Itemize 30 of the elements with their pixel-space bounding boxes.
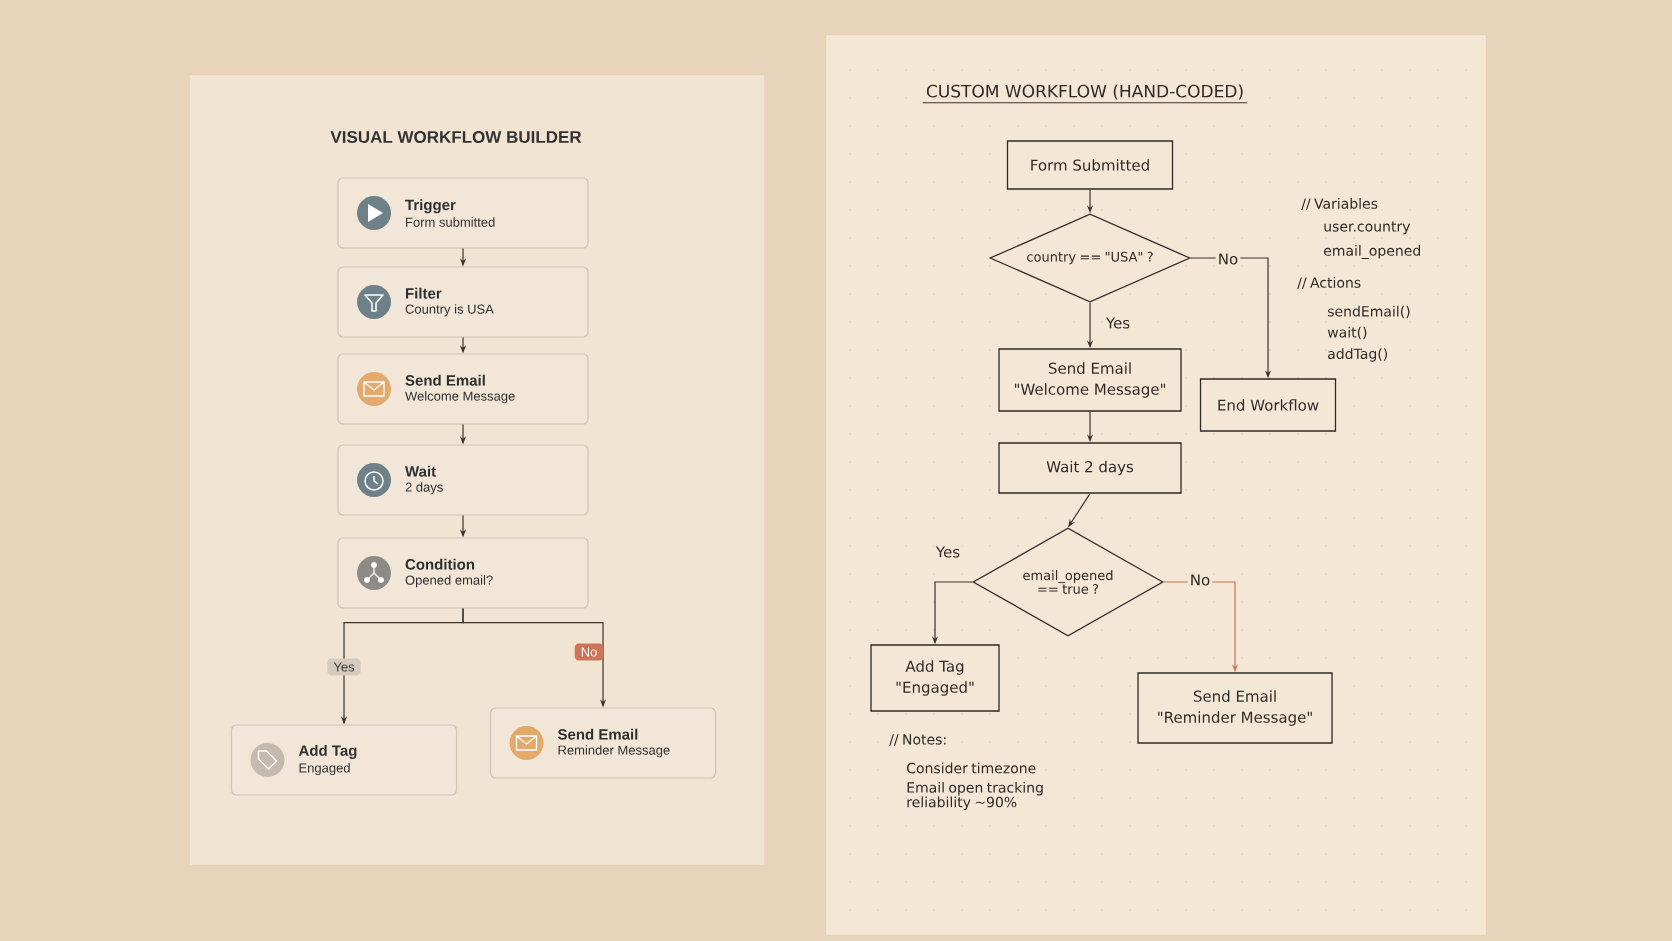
card-title: VISUAL WORKFLOW BUILDER bbox=[330, 131, 582, 143]
process-box: Wait 2 days bbox=[998, 442, 1182, 494]
step-card: Condition Opened email? bbox=[337, 537, 589, 609]
note-text: sendEmail() bbox=[1327, 305, 1410, 319]
note-text: Email open tracking reliability ~90% bbox=[907, 781, 1043, 811]
edge-label: No bbox=[1215, 251, 1241, 267]
note-text: email_opened bbox=[1324, 245, 1420, 259]
edge-label: Yes bbox=[1103, 315, 1133, 331]
edge-label: Yes bbox=[327, 658, 361, 676]
step-card: Send Email Welcome Message bbox=[337, 353, 589, 425]
step-card: Send Email Reminder Message bbox=[489, 707, 717, 779]
process-box: Add Tag "Engaged" bbox=[870, 644, 1000, 712]
note-text: user.country bbox=[1324, 221, 1411, 235]
note-text: wait() bbox=[1327, 326, 1367, 340]
edge-label: No bbox=[1187, 572, 1213, 588]
note-text: // Variables bbox=[1301, 198, 1378, 210]
step-card: Trigger Form submitted bbox=[337, 177, 589, 249]
note-text: // Actions bbox=[1297, 277, 1361, 289]
note-text: Consider timezone bbox=[907, 762, 1036, 774]
note-text: // Notes: bbox=[889, 734, 946, 746]
process-box: Send Email "Reminder Message" bbox=[1137, 672, 1333, 744]
card-title: CUSTOM WORKFLOW (HAND-CODED) bbox=[926, 84, 1243, 100]
process-box: Form Submitted bbox=[1006, 140, 1174, 190]
step-card: Filter Country is USA bbox=[337, 266, 589, 338]
step-card: Wait 2 days bbox=[337, 444, 589, 516]
step-card: Add Tag Engaged bbox=[230, 724, 458, 796]
process-box: End Workflow bbox=[1199, 378, 1337, 432]
process-box: Send Email "Welcome Message" bbox=[998, 348, 1182, 412]
note-text: addTag() bbox=[1328, 348, 1387, 362]
edge-label: Yes bbox=[933, 544, 963, 560]
